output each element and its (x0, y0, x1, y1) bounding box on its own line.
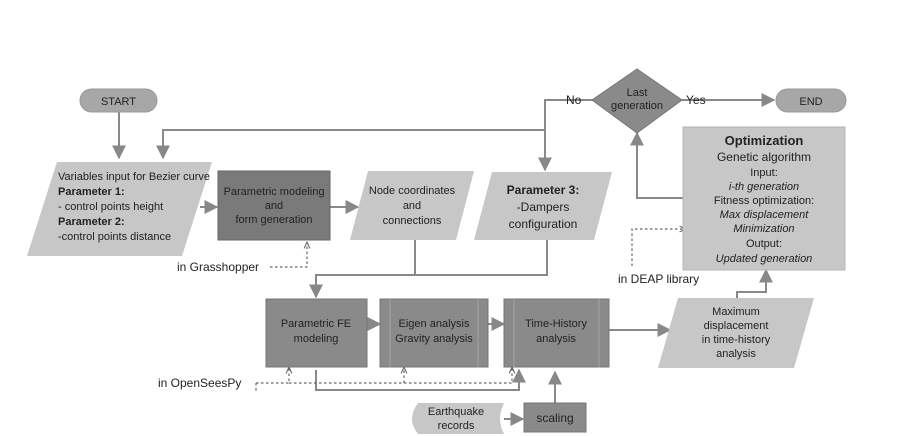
parametric-fe-node: Parametric FE modeling (265, 298, 368, 368)
eigen-line1: Eigen analysis (399, 318, 470, 330)
start-node: START (79, 88, 158, 113)
line-parameter3-join (415, 240, 548, 276)
decision-line1: Last (627, 87, 648, 99)
optimization-fitness-value2: Minimization (733, 223, 794, 235)
connectors (112, 93, 776, 426)
arrow-no-loop (156, 99, 593, 160)
openseespy-label: in OpenSeesPy (158, 376, 241, 390)
optimization-output-value: Updated generation (716, 253, 813, 265)
maxdisp-line3: in time-history (702, 334, 771, 346)
scaling-label: scaling (536, 411, 573, 425)
earthquake-line1: Earthquake (428, 406, 484, 418)
maxdisp-line1: Maximum (712, 306, 760, 318)
nodes-line2: and (403, 200, 421, 212)
optimization-title: Optimization (725, 133, 804, 148)
grasshopper-label: in Grasshopper (177, 260, 259, 274)
max-displacement-node: Maximum displacement in time-history ana… (658, 298, 814, 368)
arrow-optimization-to-decision (630, 131, 683, 199)
param3-title: Parameter 3: (507, 183, 580, 197)
maxdisp-line2: displacement (704, 320, 769, 332)
arrow-nodes-to-fe (309, 240, 416, 299)
optimization-node: Optimization Genetic algorithm Input: i-… (682, 126, 846, 271)
end-node: END (775, 88, 847, 113)
dotted-openseespy-eigen (289, 367, 404, 384)
variables-input-node: Variables input for Bezier curve Paramet… (27, 162, 212, 256)
arrow-maxdisp-to-optimization (736, 268, 773, 298)
fe-line1: Parametric FE (281, 318, 351, 330)
th-line1: Time-History (525, 318, 587, 330)
optimization-output-label: Output: (746, 238, 782, 250)
no-label: No (566, 93, 582, 107)
end-label: END (799, 96, 822, 108)
time-history-node: Time-History analysis (503, 298, 610, 368)
nodes-line1: Node coordinates (369, 185, 456, 197)
fe-line2: modeling (294, 333, 339, 345)
parametric-modeling-node: Parametric modeling and form generation (217, 170, 331, 241)
dotted-openseespy-th (404, 367, 512, 384)
maxdisp-line4: analysis (716, 348, 756, 360)
node-coordinates-node: Node coordinates and connections (350, 171, 474, 240)
param1-desc: - control points height (58, 201, 163, 213)
earthquake-line2: records (438, 420, 475, 432)
arrow-fe-to-th-bottom (315, 368, 526, 391)
dotted-deap (631, 229, 686, 266)
param3-line3: configuration (509, 217, 578, 231)
nodes-line3: connections (383, 215, 442, 227)
param3-line2: -Dampers (517, 200, 570, 214)
param2-desc: -control points distance (58, 231, 171, 243)
modeling-line3: form generation (235, 214, 312, 226)
deap-label: in DEAP library (618, 272, 699, 286)
yes-label: Yes (686, 93, 706, 107)
eigen-analysis-node: Eigen analysis Gravity analysis (379, 298, 489, 368)
optimization-input-label: Input: (750, 167, 778, 179)
variables-line1: Variables input for Bezier curve (58, 171, 210, 183)
optimization-input-value: i-th generation (729, 181, 799, 193)
param2-title: Parameter 2: (58, 216, 125, 228)
earthquake-records-node: Earthquake records (412, 403, 504, 434)
param1-title: Parameter 1: (58, 186, 125, 198)
th-line2: analysis (536, 333, 576, 345)
start-label: START (101, 96, 136, 108)
decision-last-generation: Last generation (591, 68, 683, 134)
optimization-subtitle: Genetic algorithm (717, 150, 811, 164)
scaling-node: scaling (523, 402, 587, 433)
decision-line2: generation (611, 100, 663, 112)
optimization-fitness-label: Fitness optimization: (714, 195, 814, 207)
optimization-fitness-value1: Max displacement (720, 209, 810, 221)
eigen-line2: Gravity analysis (395, 333, 473, 345)
dotted-grasshopper (270, 242, 307, 268)
modeling-line1: Parametric modeling (224, 186, 325, 198)
dotted-openseespy-fe (256, 367, 289, 384)
parameter3-node: Parameter 3: -Dampers configuration (474, 172, 612, 240)
modeling-line2: and (265, 200, 283, 212)
